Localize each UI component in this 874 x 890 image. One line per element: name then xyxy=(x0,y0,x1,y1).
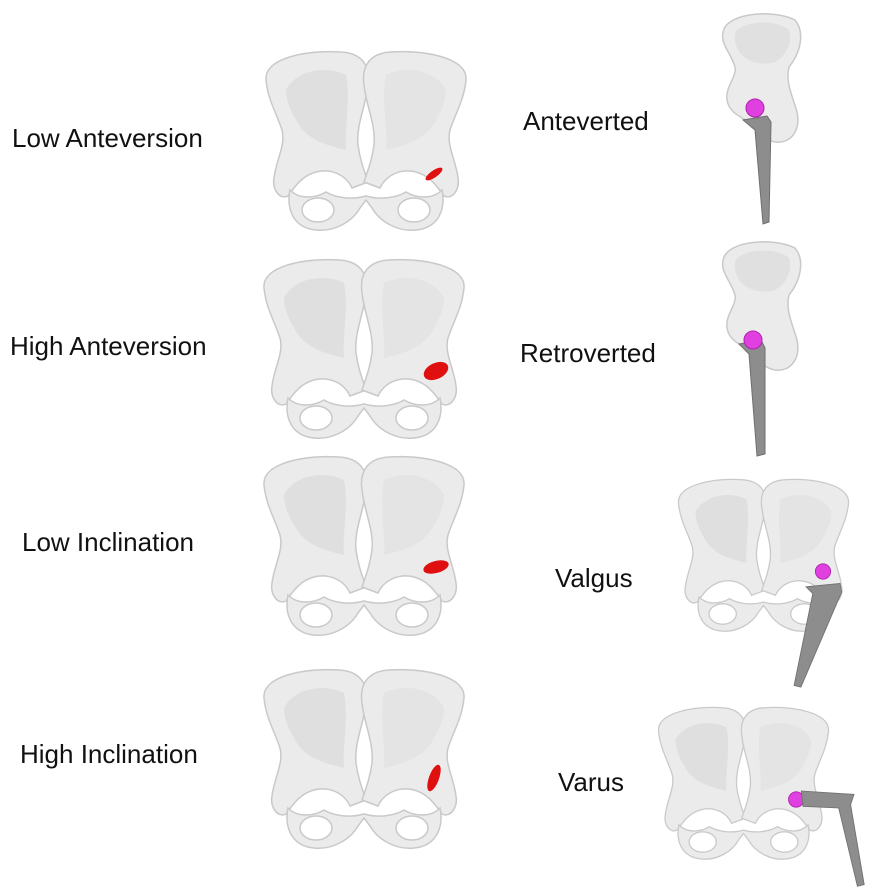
pelvis-high-inclination xyxy=(264,670,464,849)
implant-retroverted xyxy=(723,242,801,456)
femoral-head xyxy=(744,331,762,349)
femoral-stem xyxy=(743,116,771,224)
femoral-stem xyxy=(794,583,842,687)
pelvis-high-anteversion xyxy=(264,260,464,439)
femoral-head xyxy=(815,564,830,579)
implant-valgus xyxy=(678,479,848,687)
femoral-stem xyxy=(739,340,765,456)
femoral-stem xyxy=(801,791,864,886)
implant-varus xyxy=(658,707,864,886)
implant-anteverted xyxy=(723,14,801,224)
femoral-head xyxy=(746,99,764,117)
pelvis-low-inclination xyxy=(264,457,464,636)
pelvis-low-anteversion xyxy=(266,52,466,231)
